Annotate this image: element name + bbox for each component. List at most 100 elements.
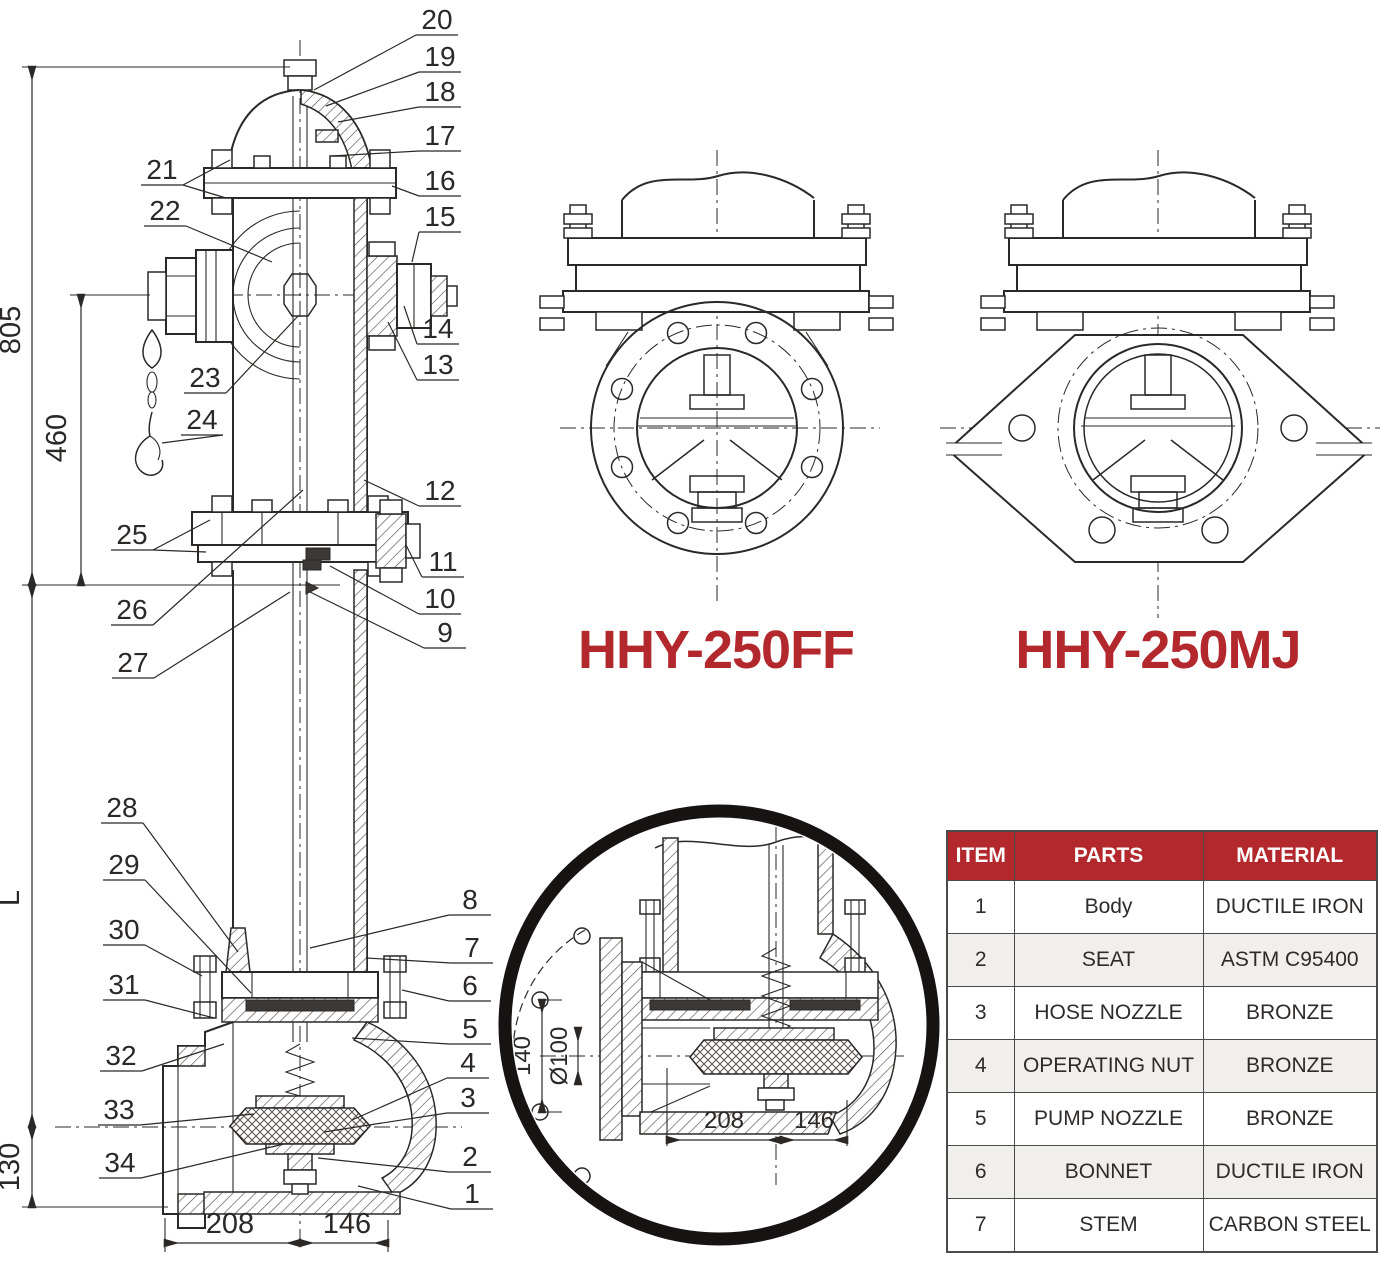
bonnet-flange xyxy=(203,149,397,215)
callout-number: 17 xyxy=(424,120,455,151)
item-cell: 4 xyxy=(946,1039,1015,1093)
callout-number: 25 xyxy=(116,519,147,550)
detail-dim-140: 140 xyxy=(509,1036,536,1076)
lower-barrel xyxy=(223,569,368,991)
model-label-ff: HHY-250FF xyxy=(578,620,854,680)
callout-number: 19 xyxy=(424,41,455,72)
dimension-805: 805 xyxy=(0,65,290,587)
dim-805: 805 xyxy=(0,306,27,354)
callout-24: 24 xyxy=(161,404,224,444)
callout-30: 30 xyxy=(103,914,203,977)
hose-nozzle xyxy=(147,249,234,343)
shoe-elbow xyxy=(162,1021,437,1229)
callout-number: 7 xyxy=(464,932,480,963)
callout-number: 31 xyxy=(108,969,139,1000)
part-cell: SEAT xyxy=(1013,933,1204,987)
callout-number: 21 xyxy=(146,154,177,185)
part-cell: STEM xyxy=(1013,1198,1204,1253)
material-cell: ASTM C95400 xyxy=(1202,933,1378,987)
col-header-item: ITEM xyxy=(946,830,1015,881)
dim-130: 130 xyxy=(0,1143,26,1191)
callout-number: 3 xyxy=(460,1082,476,1113)
detail-dim-208: 208 xyxy=(704,1107,744,1134)
model-label-mj: HHY-250MJ xyxy=(1015,620,1300,680)
callout-number: 24 xyxy=(186,404,217,435)
callout-number: 28 xyxy=(106,792,137,823)
dim-146: 146 xyxy=(323,1208,371,1240)
standpipe-flange xyxy=(191,495,421,595)
callout-number: 11 xyxy=(428,546,457,577)
callout-9: 9 xyxy=(309,591,466,649)
dimension-460: 460 xyxy=(41,293,150,587)
callout-number: 9 xyxy=(437,617,453,648)
callout-number: 34 xyxy=(104,1147,135,1178)
callout-17: 17 xyxy=(331,120,461,157)
callout-16: 16 xyxy=(391,165,461,197)
callout-27: 27 xyxy=(112,591,291,679)
callout-3: 3 xyxy=(323,1082,489,1133)
callout-19: 19 xyxy=(325,41,461,107)
callout-number: 26 xyxy=(116,594,147,625)
main-valve xyxy=(228,1043,372,1195)
part-cell: Body xyxy=(1013,880,1204,934)
item-cell: 7 xyxy=(946,1198,1015,1253)
material-cell: DUCTILE IRON xyxy=(1202,880,1378,934)
material-cell: BRONZE xyxy=(1202,1039,1378,1093)
callout-10: 10 xyxy=(329,565,461,615)
detail-dim-100: Ø100 xyxy=(546,1027,573,1086)
material-cell: BRONZE xyxy=(1202,1092,1378,1146)
item-cell: 2 xyxy=(946,933,1015,987)
callout-number: 5 xyxy=(462,1013,478,1044)
callout-15: 15 xyxy=(411,201,461,263)
callout-6: 6 xyxy=(401,970,491,1002)
callout-number: 12 xyxy=(424,475,455,506)
callout-number: 4 xyxy=(460,1047,476,1078)
detail-dim-146: 146 xyxy=(794,1107,834,1134)
material-cell: BRONZE xyxy=(1202,986,1378,1040)
callout-number: 30 xyxy=(108,914,139,945)
callout-number: 13 xyxy=(422,349,453,380)
dimension-130: 130 xyxy=(0,1125,168,1209)
callout-20: 20 xyxy=(313,4,458,91)
callout-8: 8 xyxy=(309,884,491,949)
callout-number: 20 xyxy=(421,4,452,35)
shoe-flange xyxy=(193,955,407,1023)
callout-28: 28 xyxy=(101,792,239,953)
callout-13: 13 xyxy=(387,321,459,381)
part-cell: BONNET xyxy=(1013,1145,1204,1199)
callout-number: 10 xyxy=(424,583,455,614)
part-cell: HOSE NOZZLE xyxy=(1013,986,1204,1040)
dim-460: 460 xyxy=(41,414,73,462)
callout-number: 32 xyxy=(105,1040,136,1071)
callout-number: 22 xyxy=(149,195,180,226)
callout-18: 18 xyxy=(337,76,461,123)
callout-1: 1 xyxy=(357,1178,493,1210)
callout-number: 2 xyxy=(462,1141,478,1172)
material-cell: DUCTILE IRON xyxy=(1202,1145,1378,1199)
callout-5: 5 xyxy=(351,1013,491,1045)
callout-14: 14 xyxy=(403,305,459,345)
nozzle-cap-chain xyxy=(134,328,164,476)
hydrant-section-view: 805 460 L 130 208 146 123456789101112131… xyxy=(0,4,493,1252)
callout-4: 4 xyxy=(351,1047,489,1121)
item-cell: 1 xyxy=(946,880,1015,934)
callout-11: 11 xyxy=(405,544,464,578)
callout-layer: 1234567891011121314151617181920212223242… xyxy=(98,4,493,1210)
callout-26: 26 xyxy=(111,489,304,626)
dim-208: 208 xyxy=(206,1208,254,1240)
callout-32: 32 xyxy=(100,1040,225,1072)
operating-nut xyxy=(283,59,317,91)
callout-21: 21 xyxy=(141,154,231,199)
callout-number: 14 xyxy=(422,313,453,344)
col-header-material: MATERIAL xyxy=(1202,830,1378,881)
callout-number: 15 xyxy=(424,201,455,232)
callout-29: 29 xyxy=(103,849,252,994)
material-cell: CARBON STEEL xyxy=(1202,1198,1378,1253)
